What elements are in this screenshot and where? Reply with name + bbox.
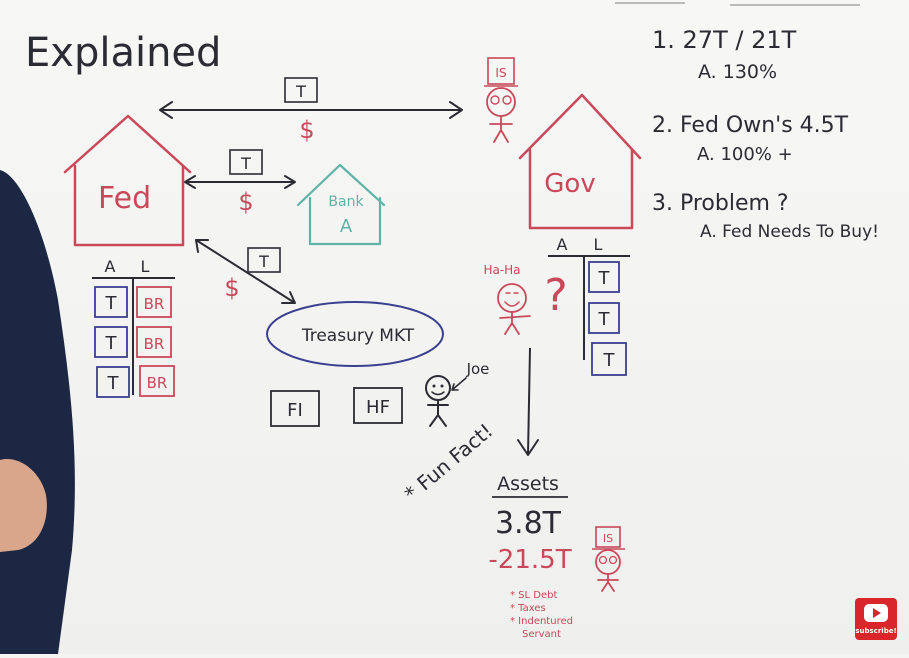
fed-bank-arrow: T $ — [184, 149, 296, 216]
tbill-letter: T — [598, 268, 611, 289]
question-mark: ? — [544, 270, 567, 321]
fed-balance-sheet: A L T BR T BR T BR — [92, 257, 175, 398]
joe-label: Joe — [466, 360, 490, 378]
point-3: 3. Problem ? A. Fed Needs To Buy! — [652, 191, 879, 242]
point-2-answer: A. 100% + — [697, 144, 793, 165]
bank-reserves-label: BR — [144, 335, 165, 353]
fed-label: Fed — [98, 181, 151, 216]
gov-house: Gov — [518, 93, 642, 230]
joe-stick-figure: Joe — [425, 360, 490, 427]
hf-box: HF — [353, 387, 403, 424]
fed-asset-row: T BR — [94, 326, 172, 358]
haha-label: Ha-Ha — [483, 263, 520, 277]
fed-house: Fed — [63, 114, 192, 247]
assets-heading: Assets — [497, 473, 559, 495]
bank-a-house: Bank A — [296, 163, 386, 246]
fed-asset-row: T BR — [94, 286, 172, 318]
dollar-sign: $ — [224, 274, 239, 302]
tbill-letter: T — [240, 154, 251, 173]
is-stick-figure-bottom: IS — [592, 526, 625, 592]
tbill-letter: T — [105, 293, 118, 314]
note-servant: Servant — [522, 629, 561, 640]
play-triangle-icon — [873, 608, 881, 618]
fi-box: FI — [270, 390, 320, 427]
is-stick-figure: IS — [484, 57, 518, 143]
point-3-answer: A. Fed Needs To Buy! — [700, 222, 879, 242]
bank-label: Bank — [328, 194, 364, 210]
note-indentured: * Indentured — [510, 616, 573, 627]
fed-asset-header: A — [105, 257, 116, 276]
dollar-sign: $ — [299, 116, 314, 144]
fed-liability-header: L — [141, 257, 150, 276]
fed-asset-row: T BR — [96, 365, 175, 398]
note-taxes: * Taxes — [510, 603, 546, 614]
subscribe-button[interactable]: subscribe! — [855, 598, 897, 640]
tbill-letter: T — [295, 82, 306, 101]
note-sl-debt: * SL Debt — [510, 590, 557, 601]
subscribe-label: subscribe! — [855, 627, 897, 635]
point-3-question: 3. Problem ? — [652, 191, 789, 216]
tbill-box — [229, 149, 263, 175]
tbill-letter: T — [603, 350, 616, 371]
fed-treasury-arrow: T $ — [195, 239, 296, 304]
fed-is-arrow: T $ — [159, 77, 463, 144]
tbill-letter: T — [107, 373, 120, 394]
assets-value: 3.8T — [495, 506, 562, 541]
bank-label-a: A — [340, 216, 353, 237]
assets-block: Assets 3.8T -21.5T * SL Debt * Taxes * I… — [488, 473, 573, 640]
tbill-box — [284, 77, 318, 103]
dollar-sign: $ — [238, 188, 253, 216]
is-tag — [487, 57, 515, 85]
bank-reserves-label: BR — [144, 295, 165, 313]
presenter-hand — [0, 459, 47, 552]
down-arrow — [517, 347, 539, 456]
debt-value: -21.5T — [488, 545, 571, 575]
fi-label: FI — [287, 400, 303, 421]
gov-asset-header: A — [557, 235, 568, 254]
tbill-letter: T — [598, 309, 611, 330]
presenter-suit — [0, 170, 75, 654]
gov-label: Gov — [544, 169, 595, 199]
tbill-box — [247, 247, 281, 273]
point-1-answer: A. 130% — [698, 61, 777, 83]
treasury-label: Treasury MKT — [301, 326, 415, 346]
tbill-letter: T — [105, 333, 118, 354]
point-2-question: 2. Fed Own's 4.5T — [652, 113, 849, 138]
is-label: IS — [495, 66, 506, 80]
laughing-stick-figure: Ha-Ha ? — [483, 263, 568, 335]
tbill-letter: T — [258, 252, 269, 271]
fun-fact-label: * Fun Fact! — [400, 418, 498, 505]
gov-balance-sheet: A L T T T — [548, 235, 630, 376]
board-title: Explained — [25, 30, 221, 76]
point-2: 2. Fed Own's 4.5T A. 100% + — [652, 113, 849, 165]
bank-reserves-label: BR — [147, 374, 168, 392]
treasury-market: Treasury MKT — [266, 301, 444, 367]
gov-liability-header: L — [594, 235, 603, 254]
is-label: IS — [603, 532, 613, 545]
hf-label: HF — [366, 397, 390, 418]
point-1-question: 1. 27T / 21T — [652, 26, 797, 54]
point-1: 1. 27T / 21T A. 130% — [652, 26, 797, 83]
